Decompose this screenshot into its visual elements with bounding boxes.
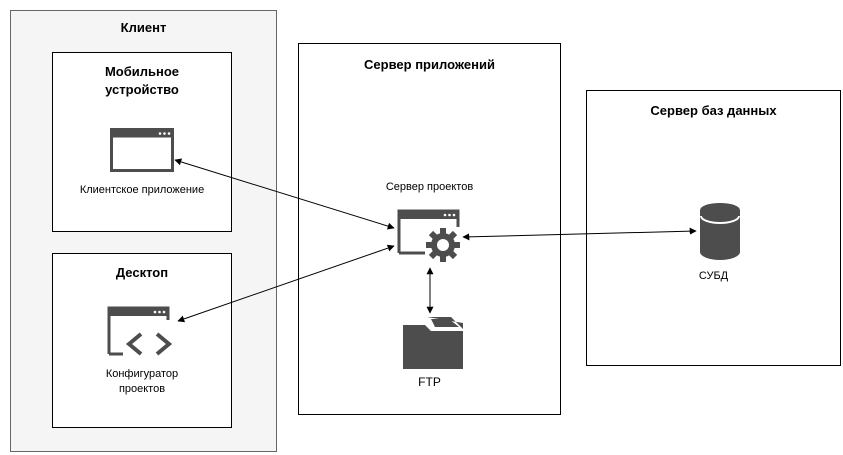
- desktop-title: Десктоп: [115, 265, 169, 280]
- database-icon: [700, 203, 740, 260]
- app-server-title: Сервер приложений: [364, 57, 495, 72]
- mobile-device-title: Мобильное устройство: [104, 64, 180, 97]
- code-window-icon: [107, 306, 173, 356]
- browser-window-icon: [110, 128, 174, 172]
- server-settings-icon: [397, 209, 460, 262]
- client-title: Клиент: [120, 20, 167, 35]
- folder-icon: [403, 317, 463, 369]
- db-server-title: Сервер баз данных: [650, 103, 777, 118]
- dbms-label: СУБД: [698, 270, 729, 282]
- project-server-label: Сервер проектов: [385, 181, 474, 193]
- client-app-label: Клиентское приложение: [79, 184, 205, 196]
- project-configurator-label: Конфигуратор проектов: [105, 368, 179, 395]
- ftp-label: FTP: [418, 375, 441, 389]
